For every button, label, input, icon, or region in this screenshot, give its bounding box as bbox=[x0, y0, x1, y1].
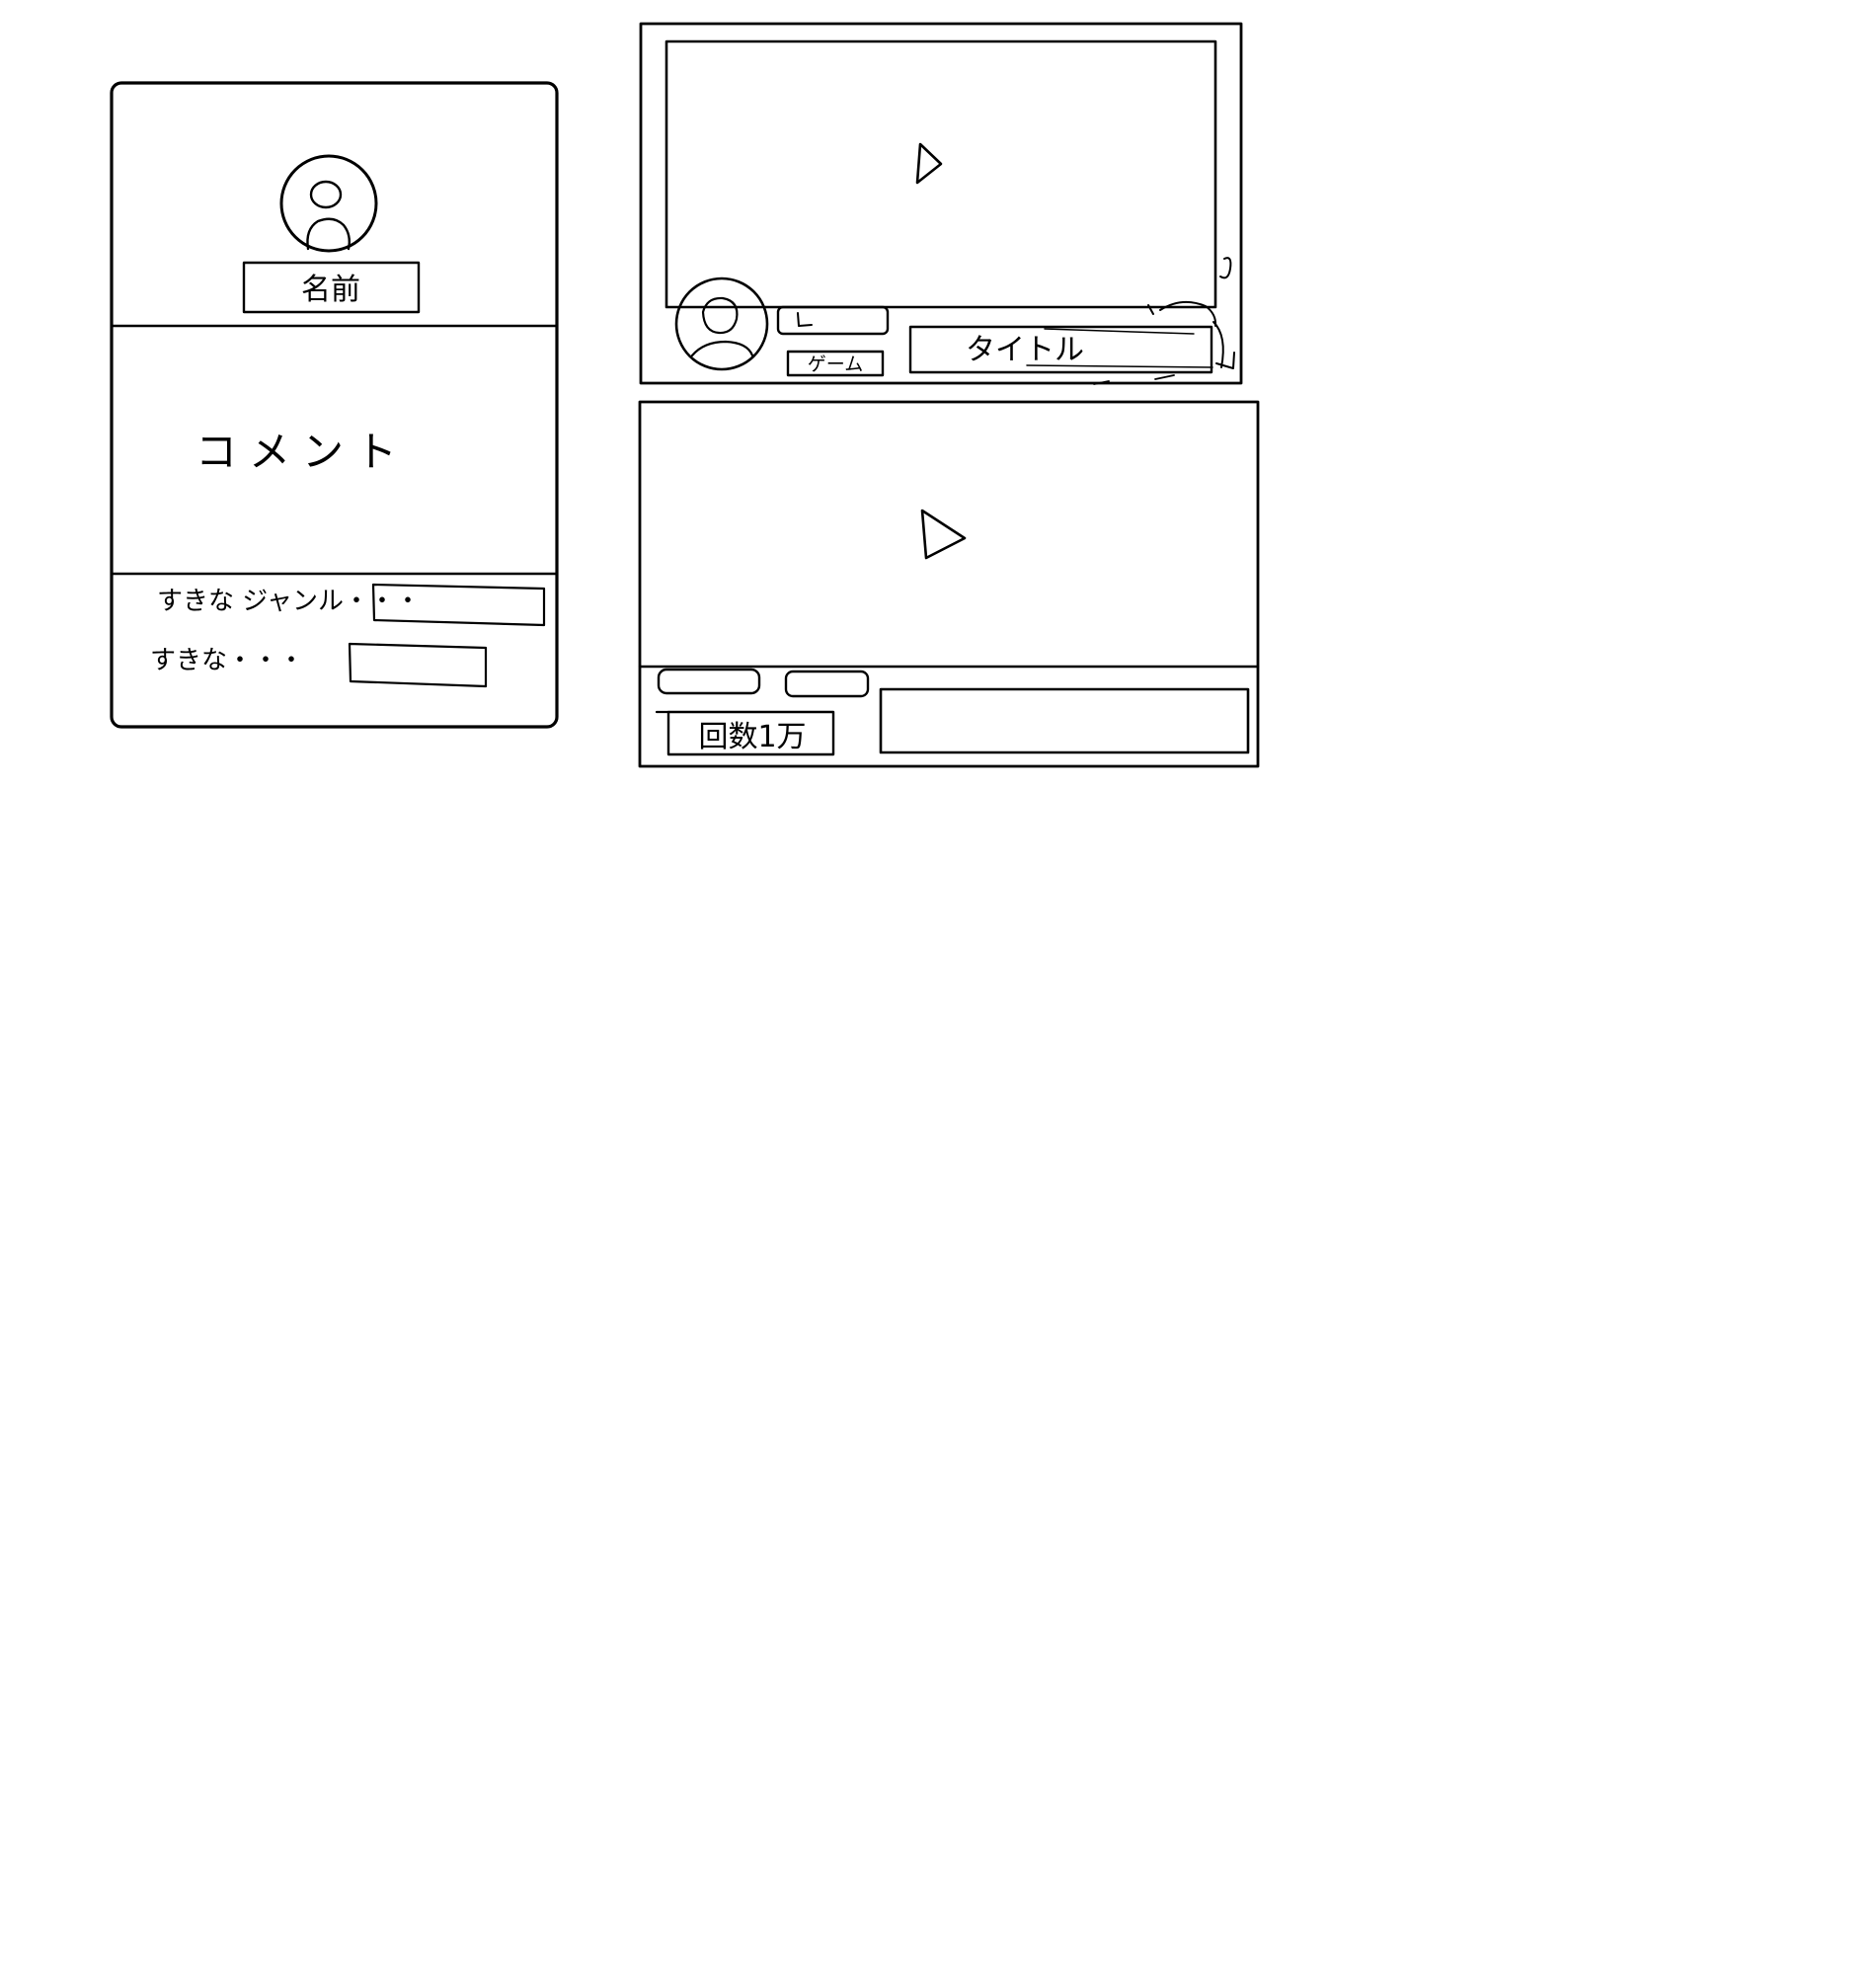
stream-title-field[interactable]: タイトル bbox=[908, 325, 1213, 374]
stream-title-label: タイトル bbox=[966, 333, 1084, 367]
video-view-count-label: 回数1万 bbox=[698, 720, 806, 754]
stream-game-label: ゲーム bbox=[808, 354, 863, 375]
video-card: 回数1万 bbox=[638, 400, 1260, 768]
video-tag-pill-2[interactable] bbox=[784, 670, 870, 698]
person-icon bbox=[690, 296, 754, 357]
profile-comment-text: コメント bbox=[195, 428, 409, 476]
video-card-frame bbox=[638, 400, 1260, 768]
stream-card-frame bbox=[639, 22, 1243, 385]
play-icon[interactable] bbox=[920, 509, 967, 560]
stream-channel-name-field[interactable] bbox=[776, 305, 890, 336]
video-view-count: 回数1万 bbox=[655, 710, 835, 756]
stream-player-area[interactable] bbox=[664, 40, 1217, 309]
person-icon bbox=[306, 180, 352, 251]
favorite-genre-input[interactable] bbox=[371, 583, 546, 627]
profile-avatar[interactable] bbox=[279, 154, 378, 253]
video-player-area[interactable] bbox=[640, 402, 1258, 667]
favorite-other-label: すきな・・・ bbox=[150, 646, 304, 675]
favorite-genre-label: すきな ジャンル・・・ bbox=[157, 587, 421, 616]
profile-card-frame bbox=[110, 81, 559, 729]
favorite-other-input[interactable] bbox=[348, 642, 488, 688]
play-icon[interactable] bbox=[915, 142, 943, 185]
video-description-field[interactable] bbox=[879, 687, 1250, 754]
video-tag-pill-1[interactable] bbox=[657, 668, 761, 695]
profile-name-field[interactable]: 名前 bbox=[242, 261, 421, 314]
stream-game-tag[interactable]: ゲーム bbox=[786, 350, 885, 377]
stream-channel-avatar[interactable] bbox=[674, 276, 769, 371]
profile-name-label: 名前 bbox=[301, 273, 360, 307]
margin-scribbles bbox=[1026, 257, 1235, 385]
stream-card: ゲーム タイトル bbox=[639, 22, 1243, 385]
profile-card: 名前 コメント すきな ジャンル・・・ すきな・・・ bbox=[110, 81, 559, 729]
